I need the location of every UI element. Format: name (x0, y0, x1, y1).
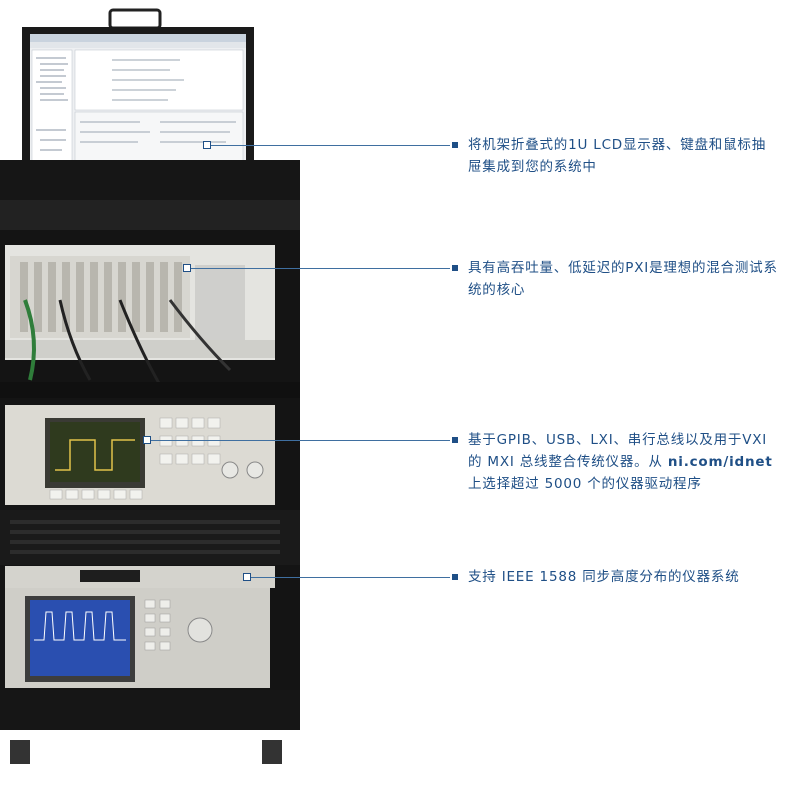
ni-idnet-link[interactable]: ni.com/idnet (667, 454, 773, 470)
callout-bullet-4 (452, 574, 458, 580)
callout-text-1: 将机架折叠式的1U LCD显示器、键盘和鼠标抽屉集成到您的系统中 (468, 137, 767, 175)
callout-text-3: 基于GPIB、USB、LXI、串行总线以及用于VXI的 MXI 总线整合传统仪器… (468, 429, 778, 495)
callout-bullet-3 (452, 437, 458, 443)
callout-line-4 (250, 577, 450, 578)
analyzer-screen (30, 600, 130, 676)
callout-line-2 (190, 268, 450, 269)
callout-bullet-2 (452, 265, 458, 271)
callout-line-1 (210, 145, 450, 146)
callout-text-3-part-1: 基于GPIB、USB、LXI、串行总线以及用于VXI的 MXI 总线整合传统仪器… (468, 432, 768, 470)
callout-text-4: 支持 IEEE 1588 同步高度分布的仪器系统 (468, 569, 740, 585)
callout-marker-4 (243, 573, 251, 581)
callout-marker-2 (183, 264, 191, 272)
callout-marker-1 (203, 141, 211, 149)
callout-text-2: 具有高吞吐量、低延迟的PXI是理想的混合测试系统的核心 (468, 260, 778, 298)
callout-text-3-part-2: 上选择超过 5000 个的仪器驱动程序 (468, 476, 702, 492)
callout-marker-3 (143, 436, 151, 444)
callout-bullet-1 (452, 142, 458, 148)
callout-line-3 (150, 440, 450, 441)
